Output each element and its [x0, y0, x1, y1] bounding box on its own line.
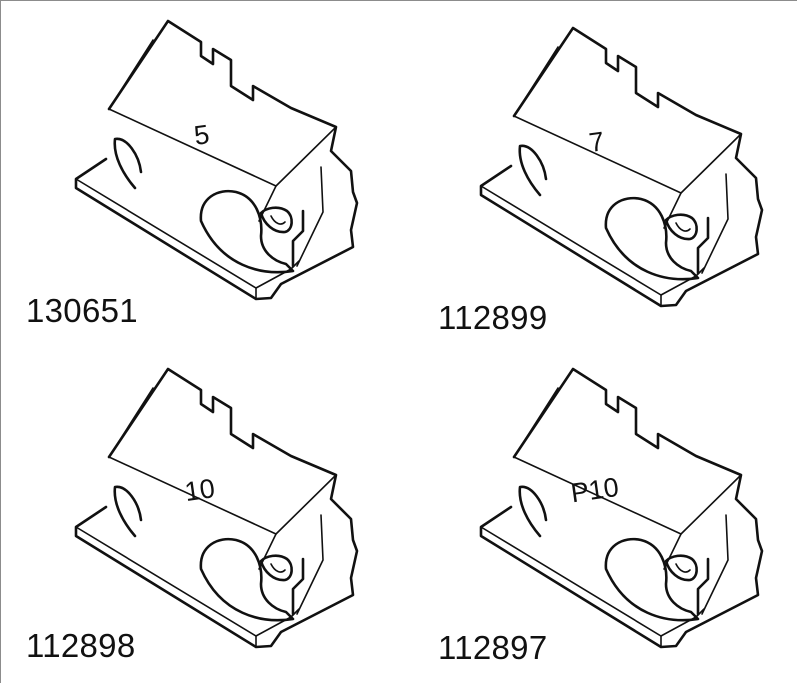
part-drawing-4: P10: [479, 367, 764, 649]
part-stamp-3: 10: [183, 473, 217, 507]
part-stamp-1: 5: [192, 119, 211, 151]
part-stamp-2: 7: [587, 126, 606, 158]
part-code-1: 130651: [26, 292, 138, 329]
part-code-4: 112897: [438, 629, 548, 666]
part-code-3: 112898: [26, 627, 136, 664]
part-drawing-3: 10: [74, 367, 359, 649]
part-drawing-2: 7: [479, 26, 764, 308]
part-stamp-4: P10: [569, 472, 621, 508]
part-code-2: 112899: [438, 299, 548, 336]
part-drawing-1: 5: [74, 19, 359, 301]
